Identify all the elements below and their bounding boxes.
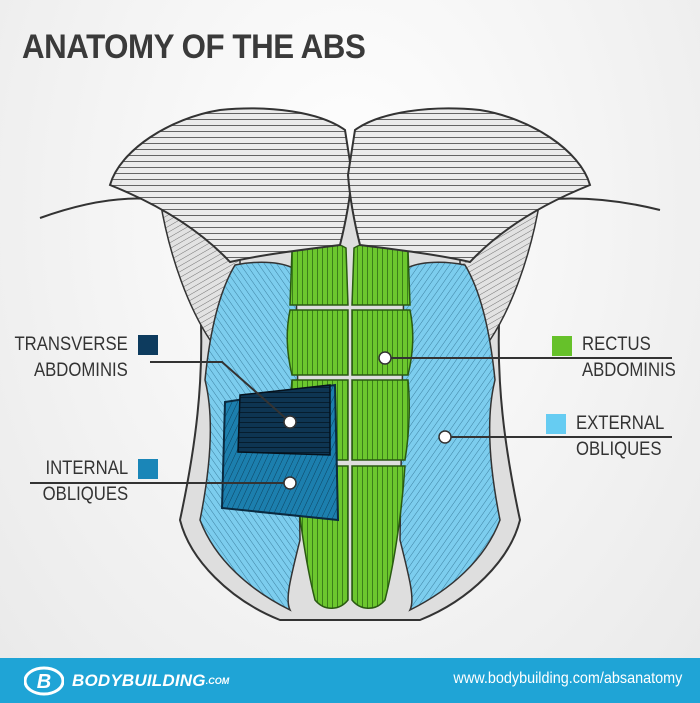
dot-internal <box>283 476 297 490</box>
left-pectoral <box>108 107 354 264</box>
label-external-line2: OBLIQUES <box>576 439 662 460</box>
label-rectus-abdominis: RECTUS ABDOMINIS <box>582 332 676 384</box>
label-transverse-line1: TRANSVERSE <box>14 334 128 355</box>
label-rectus-line1: RECTUS <box>582 334 651 355</box>
rectus-right <box>351 240 414 609</box>
label-internal-obliques: INTERNAL OBLIQUES <box>43 456 128 508</box>
footer-bar: B BODYBUILDING.COM www.bodybuilding.com/… <box>0 658 700 703</box>
label-internal-line1: INTERNAL <box>45 458 128 479</box>
label-transverse-line2: ABDOMINIS <box>34 360 128 381</box>
swatch-rectus <box>552 336 572 356</box>
swatch-transverse <box>138 335 158 355</box>
page-title: ANATOMY OF THE ABS <box>22 28 366 66</box>
logo-suffix: .COM <box>205 676 230 686</box>
leader-lines <box>30 357 672 484</box>
label-transverse-abdominis: TRANSVERSE ABDOMINIS <box>15 332 128 384</box>
svg-text:B: B <box>37 671 51 693</box>
label-rectus-line2: ABDOMINIS <box>582 360 676 381</box>
bodybuilding-logo[interactable]: B BODYBUILDING.COM <box>24 664 229 698</box>
label-external-line1: EXTERNAL <box>576 413 665 434</box>
leader-transverse <box>150 361 291 423</box>
dot-transverse <box>283 415 297 429</box>
dot-rectus <box>378 351 392 365</box>
swatch-external <box>546 414 566 434</box>
label-internal-line2: OBLIQUES <box>42 484 128 505</box>
logo-text: BODYBUILDING <box>72 671 206 690</box>
dot-external <box>438 430 452 444</box>
label-external-obliques: EXTERNAL OBLIQUES <box>576 411 664 463</box>
footer-url-link[interactable]: www.bodybuilding.com/absanatomy <box>453 670 682 687</box>
torso-illustration <box>30 107 672 621</box>
swatch-internal <box>138 459 158 479</box>
bodybuilding-b-icon: B <box>24 666 64 696</box>
right-pectoral <box>346 107 592 264</box>
